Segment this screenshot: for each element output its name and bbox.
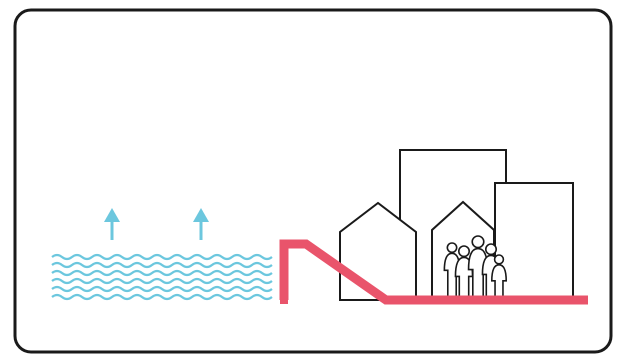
wave-line xyxy=(52,255,272,259)
wave-line xyxy=(52,271,272,275)
wave-line xyxy=(52,287,272,291)
wave-line xyxy=(52,295,272,299)
tower-building xyxy=(495,183,573,300)
water-waves xyxy=(52,255,272,299)
flood-barrier-base xyxy=(280,240,288,304)
up-arrow-icon xyxy=(104,208,120,240)
wave-line xyxy=(52,263,272,267)
up-arrow-icon xyxy=(193,208,209,240)
water-rise-arrows xyxy=(104,208,209,240)
wave-line xyxy=(52,279,272,283)
